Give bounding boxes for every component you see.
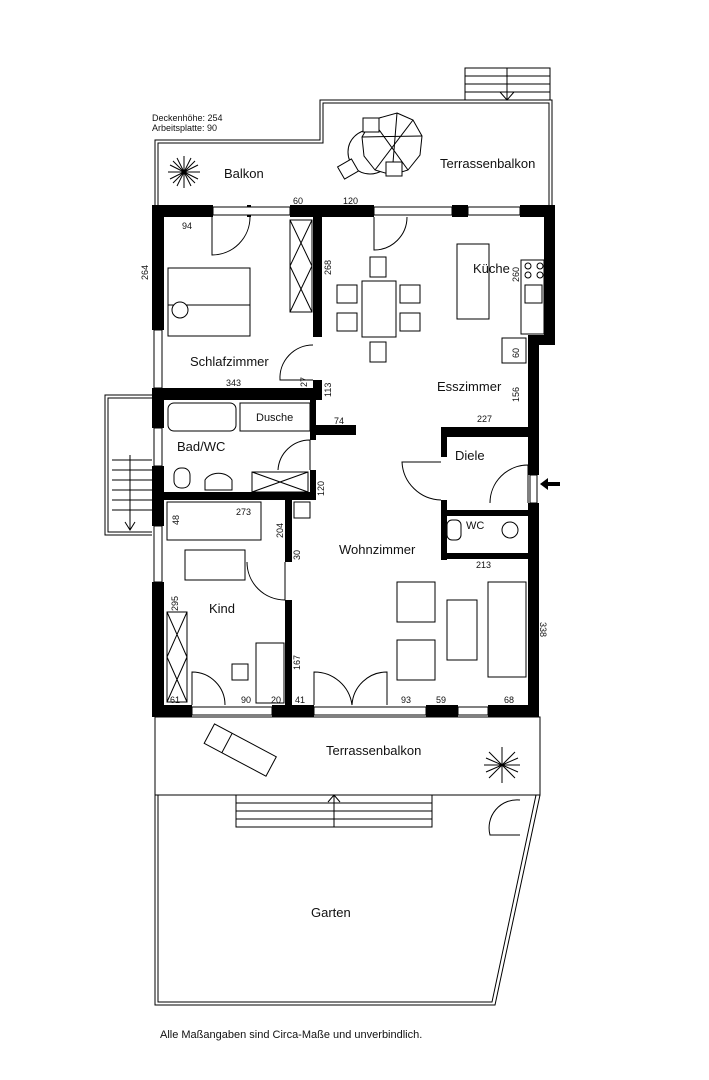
doors (191, 216, 529, 706)
room-label-diele: Diele (455, 448, 485, 463)
furniture (166, 219, 545, 704)
entrance-arrow-icon (540, 478, 560, 490)
room-label-bad: Bad/WC (177, 439, 225, 454)
dim: 273 (236, 507, 251, 517)
stair-top (464, 67, 551, 101)
room-label-wohnzimmer: Wohnzimmer (339, 542, 416, 557)
dim: 60 (293, 196, 303, 206)
dim: 27 (299, 377, 309, 387)
dim: 30 (292, 550, 302, 560)
garden-gate (488, 799, 521, 836)
dim: 94 (182, 221, 192, 231)
dim: 68 (504, 695, 514, 705)
dim: 113 (323, 383, 333, 397)
dim: 74 (334, 416, 344, 426)
dim: 120 (343, 196, 358, 206)
dim: 295 (170, 596, 180, 611)
ceiling-height-note: Deckenhöhe: 254 (152, 113, 223, 123)
dim: 204 (275, 523, 285, 538)
room-label-dusche: Dusche (256, 412, 293, 424)
room-label-wc: WC (466, 520, 484, 532)
lounger-icon (203, 723, 277, 777)
room-label-terrassenbalkon-top: Terrassenbalkon (440, 156, 535, 171)
dim: 167 (292, 655, 302, 670)
room-label-garten: Garten (311, 905, 351, 920)
dim: 48 (171, 515, 181, 525)
dim: 93 (401, 695, 411, 705)
dim: 90 (241, 695, 251, 705)
dim: 61 (170, 695, 180, 705)
dim: 20 (271, 695, 281, 705)
room-label-esszimmer: Esszimmer (437, 379, 502, 394)
dim: 227 (477, 414, 492, 424)
dim: 338 (538, 622, 548, 637)
dim: 343 (226, 378, 241, 388)
stair-bottom (235, 794, 433, 828)
walls (152, 205, 555, 717)
room-label-balkon: Balkon (224, 166, 264, 181)
room-label-kind: Kind (209, 601, 235, 616)
plant-icon-bottom (484, 747, 520, 783)
dim: 268 (323, 260, 333, 275)
stair-left (104, 394, 152, 536)
dim: 213 (476, 560, 491, 570)
room-label-schlafzimmer: Schlafzimmer (190, 354, 269, 369)
garden-outline (154, 794, 541, 1006)
countertop-note: Arbeitsplatte: 90 (152, 123, 217, 133)
balcony-outline (154, 99, 553, 205)
dim: 59 (436, 695, 446, 705)
dim: 120 (316, 481, 326, 496)
plant-icon (168, 156, 200, 188)
disclaimer: Alle Maßangaben sind Circa-Maße und unve… (160, 1029, 422, 1041)
room-label-terrassenbalkon-bottom: Terrassenbalkon (326, 743, 421, 758)
dim: 264 (140, 265, 150, 280)
room-label-kueche: Küche (473, 261, 510, 276)
dimension-labels: 60 120 94 264 268 260 60 343 27 113 156 … (140, 196, 548, 705)
dim: 260 (511, 267, 521, 282)
dim: 156 (511, 387, 521, 402)
dim: 60 (511, 348, 521, 358)
parasol-icon (336, 112, 423, 180)
dim: 41 (295, 695, 305, 705)
